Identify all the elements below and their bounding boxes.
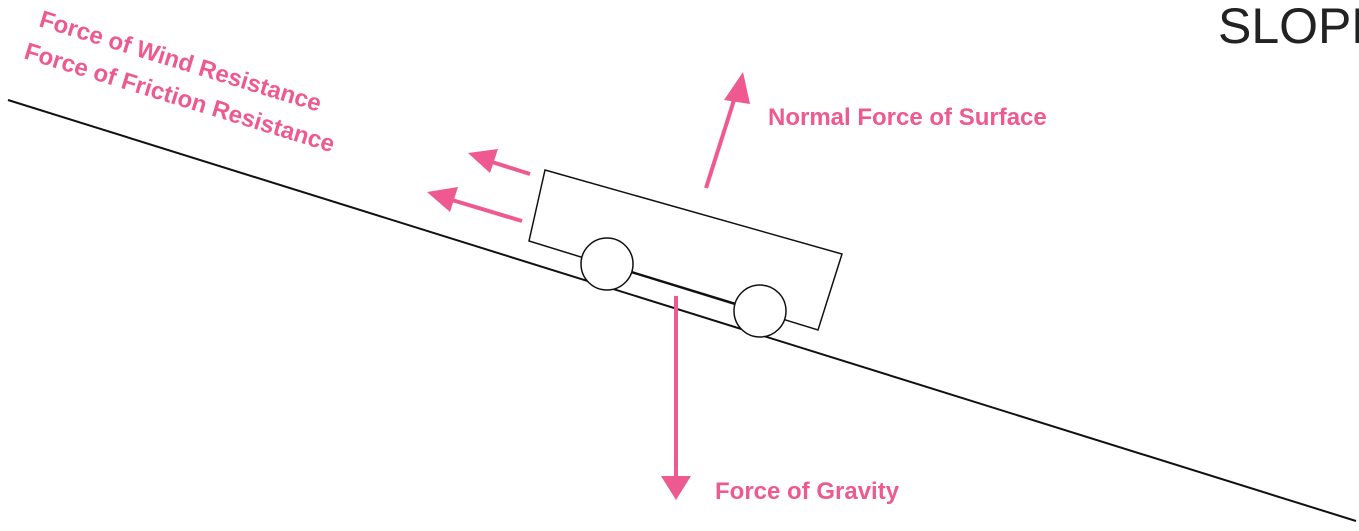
gravity-label: Force of Gravity xyxy=(715,478,900,505)
cart-body xyxy=(528,169,843,331)
gravity-arrow xyxy=(661,296,691,500)
slope-line xyxy=(7,99,1357,522)
cart-wheel-front xyxy=(733,284,787,338)
cart-wheel-rear xyxy=(580,237,634,291)
diagram-title: SLOPE xyxy=(1218,0,1359,54)
cart xyxy=(528,169,843,338)
friction-resistance-arrow xyxy=(427,187,523,223)
normal-force-label: Normal Force of Surface xyxy=(768,104,1047,131)
normal-force-arrow xyxy=(704,72,750,189)
wind-resistance-arrow xyxy=(468,149,531,176)
